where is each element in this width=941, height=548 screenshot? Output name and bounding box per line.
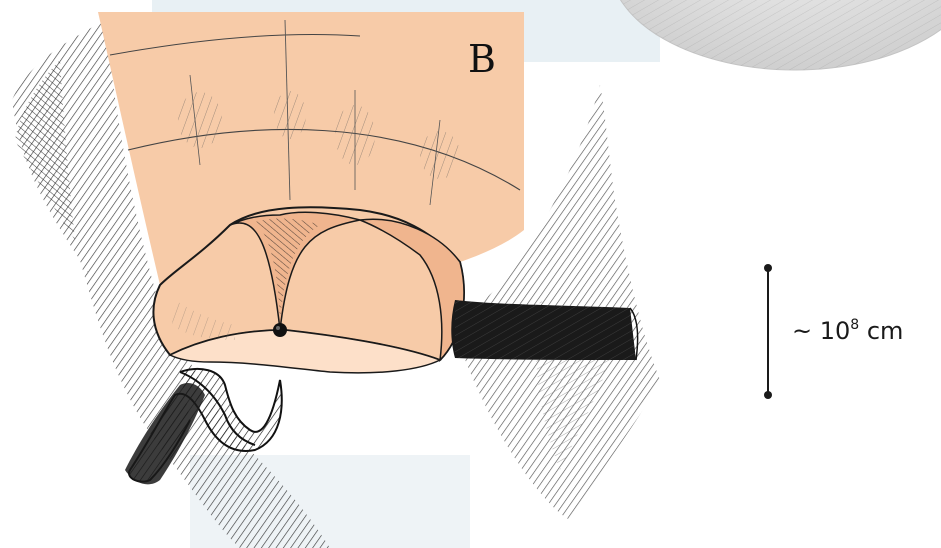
scale-label-exponent: 8	[850, 317, 859, 333]
right-jet	[451, 300, 637, 360]
scale-bar-top-cap	[764, 264, 772, 272]
scale-bar-bottom-cap	[764, 391, 772, 399]
scale-label-prefix: ~ 10	[792, 317, 850, 345]
panel-letter: B	[468, 37, 496, 81]
scale-bar-label: ~ 108 cm	[792, 317, 903, 345]
scale-label-unit: cm	[859, 317, 903, 345]
scale-bar: ~ 108 cm	[764, 264, 903, 399]
central-black-hole	[273, 323, 287, 337]
